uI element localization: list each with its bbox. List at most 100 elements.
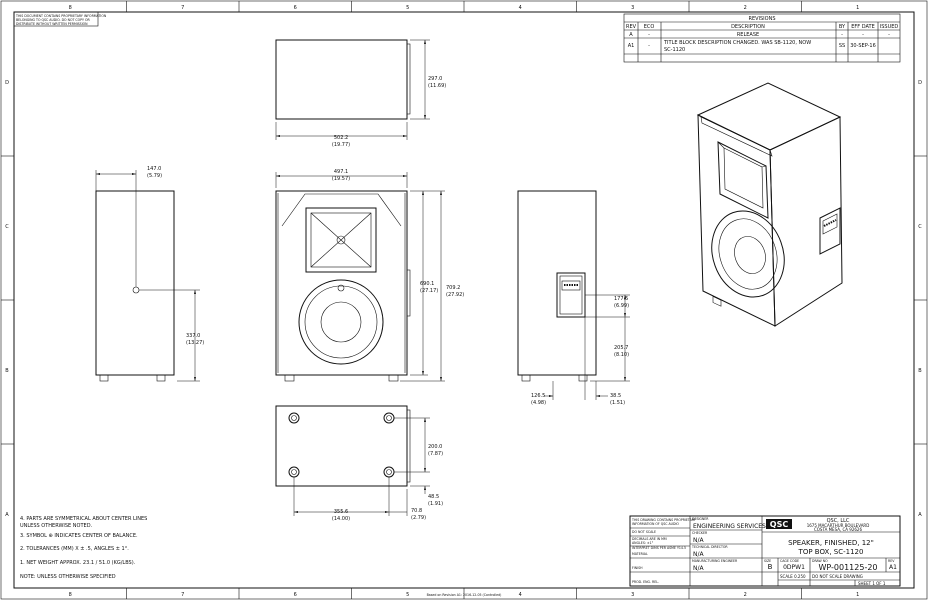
confidential-notice: THIS DOCUMENT CONTAINS PROPRIETARY INFOR… [13,11,107,27]
dimension-label: (1.51) [610,400,625,406]
dimension-label: (7.87) [428,451,443,457]
zone-column-label: 4 [519,592,522,598]
footer-stamp: Based on Revision A1: 2016-12-05 (Contro… [427,593,502,597]
zone-row-label: C [918,224,922,230]
scale: SCALE 0.250 [780,574,806,579]
left-side-view: 147.0 (5.79) 337.0 (13.27) [95,166,204,382]
date-cell: - [862,32,864,38]
note-3: 3. SYMBOL ⊕ INDICATES CENTER OF BALANCE. [20,533,138,539]
zone-column-label: 6 [294,592,297,598]
revisions-table: REVISIONS REV ECO DESCRIPTION BY EFF DAT… [623,13,901,63]
notice-line-2: BELONGING TO QSC AUDIO. DO NOT COPY OR [16,18,90,22]
dimension-label: 147.0 [147,166,161,172]
dimension-label: 497.1 [334,169,348,175]
note-4-continued: UNLESS OTHERWISE NOTED. [20,523,93,529]
general-notes: 4. PARTS ARE SYMMETRICAL ABOUT CENTER LI… [20,516,147,580]
bottom-view: 200.0 (7.87) 48.5 (1.91) 355.6 (14.00) 7… [275,405,443,522]
dimension-label: (8.10) [614,352,629,358]
logo-text: QSC [770,520,789,529]
notice-line-3: DISTRIBUTE WITHOUT WRITTEN PERMISSION [16,22,88,26]
issued-cell: - [888,32,890,38]
note-header: NOTE: UNLESS OTHERWISE SPECIFIED [20,574,116,580]
zone-column-label: 7 [181,592,184,598]
dimension-label: (5.79) [147,173,162,179]
zone-column-label: 6 [294,5,297,11]
dimension-label: (6.99) [614,303,629,309]
front-view: 497.1 (19.57) 690.1 (27.17) 709.2 (27.92… [275,169,464,382]
mfg-engineer-label: MANUFACTURING ENGINEER [692,559,738,563]
top-view: 502.2 (19.77) 297.0 (11.69) [275,39,446,148]
dimension-label: (11.69) [428,83,446,89]
dimension-label: 70.8 [411,508,422,514]
dimension-label: 205.7 [614,345,628,351]
company-address-1: 1675 MACARTHUR BOULEVARD [807,523,870,528]
dimension-label: (1.91) [428,501,443,507]
dimension-label: 177.5 [614,296,628,302]
issued-header: ISSUED [880,24,899,30]
by-cell: SS [839,43,845,49]
drawing-title-2: TOP BOX, SC-1120 [798,548,864,556]
dimension-label: (27.92) [446,292,464,298]
description-cell: SC-1120 [664,47,685,53]
dimension-label: 48.5 [428,494,439,500]
cage-label: CAGE CODE [780,559,799,563]
company-address-2: COSTA MESA, CA 92626 [814,527,862,532]
tb-small-text: INTERPRET DIMS PER ASME Y14.5 [632,546,686,550]
zone-column-label: 5 [406,5,409,11]
dimension-label: (19.57) [332,176,350,182]
dimension-label: (2.79) [411,515,426,521]
dimension-label: 502.2 [334,135,348,141]
drawing-title-1: SPEAKER, FINISHED, 12" [788,539,874,547]
rev-cell: A [629,32,633,38]
dimension-label: 709.2 [446,285,460,291]
size-value: B [768,563,773,571]
zone-row-label: B [5,368,9,374]
tb-small-text: THIS DRAWING CONTAINS PROPRIETARY [631,518,696,522]
qsc-logo: QSC [766,519,792,529]
dimension-label: (27.17) [420,288,438,294]
dwg-no-label: DRAW NO [812,559,828,563]
tech-director-label: TECHNICAL DIRECTOR [691,545,728,549]
description-header: DESCRIPTION [731,24,765,30]
dimension-label: 200.0 [428,444,442,450]
note-2: 2. TOLERANCES (MM) X ± .5, ANGLES ± 1°. [20,546,129,552]
eco-cell: - [648,43,650,49]
isometric-view [696,82,843,327]
cage-value: 0DPW1 [783,564,805,571]
zone-column-label: 4 [519,5,522,11]
zone-column-label: 3 [631,5,634,11]
tb-small-text: DO NOT SCALE [632,530,656,534]
right-side-view: 177.5 (6.99) 205.7 (8.10) 126.5 (4.98) 3… [517,190,630,406]
rev-label: REV [888,559,895,563]
checker-label: CHECKER [692,531,708,535]
tb-small-text: MATERIAL [632,552,648,556]
rev-header: REV [626,24,637,30]
note-4: 4. PARTS ARE SYMMETRICAL ABOUT CENTER LI… [20,516,147,522]
rev-value: A1 [889,564,897,571]
tb-small-text: INFORMATION OF QSC AUDIO [632,522,679,526]
mfg-engineer-value: N/A [693,565,705,572]
eco-cell: - [648,32,650,38]
zone-column-label: 2 [744,592,747,598]
by-cell: - [841,32,843,38]
dimension-label: (13.27) [186,340,204,346]
zone-row-label: D [5,80,9,86]
zone-column-label: 7 [181,5,184,11]
do-not-scale: DO NOT SCALE DRAWING [812,574,863,579]
zone-row-label: A [918,512,922,518]
dimension-label: 297.0 [428,76,442,82]
dimension-label: 38.5 [610,393,621,399]
title-block: THIS DRAWING CONTAINS PROPRIETARY INFORM… [629,515,901,587]
tb-small-text: DECIMALS ARE IN MM [632,537,667,541]
zone-column-label: 8 [69,5,72,11]
description-cell: RELEASE [737,32,759,38]
zone-row-label: B [918,368,922,374]
size-label: SIZE [764,559,771,563]
dimension-label: 355.6 [334,509,348,515]
eff-date-header: EFF DATE [851,24,875,30]
tech-director-value: N/A [693,551,705,558]
tb-small-text: ANGLES: ±1° [632,541,654,545]
revisions-title: REVISIONS [748,16,775,22]
